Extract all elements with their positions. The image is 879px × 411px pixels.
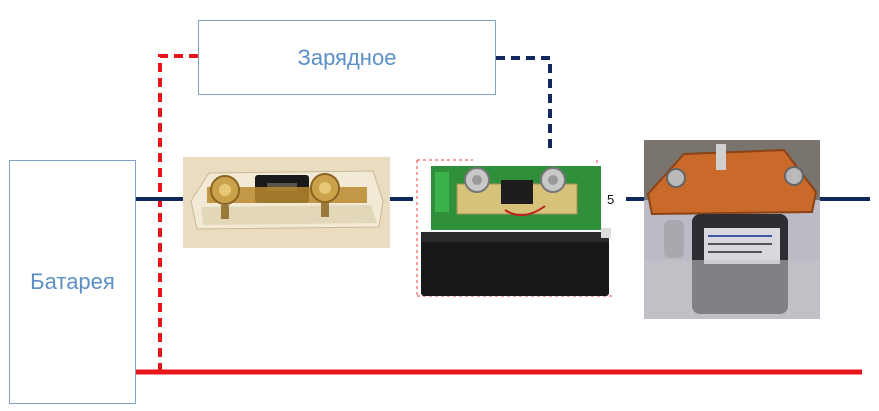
battery-label: Батарея [30,269,115,294]
contactor-photo [644,140,820,319]
battery-box: Батарея [9,160,136,404]
charger-positive-dashed-wire [158,54,198,372]
charger-label: Зарядное [297,44,397,70]
fuse-photo [183,157,390,248]
charger-box: Зарядное [198,20,496,95]
shunt-photo: 5 [413,150,626,301]
charger-negative-dashed-wire [496,56,552,168]
shunt-side-label: 5 [607,192,615,207]
